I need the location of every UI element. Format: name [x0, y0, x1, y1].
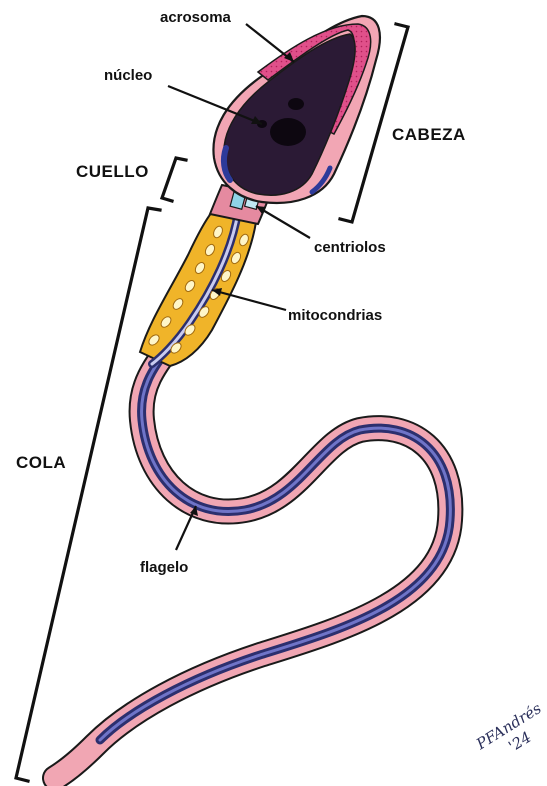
label-centriolos: centriolos — [314, 239, 386, 256]
leader-centriolos — [256, 206, 310, 238]
region-cuello: CUELLO — [76, 162, 149, 181]
tail-membrane — [55, 210, 450, 778]
label-flagelo: flagelo — [140, 559, 188, 576]
bracket-cola — [16, 208, 160, 781]
tail-membrane-outline — [55, 210, 450, 778]
head — [213, 16, 379, 203]
label-mitocondrias: mitocondrias — [288, 307, 382, 324]
tail — [55, 210, 450, 778]
label-acrosoma: acrosoma — [160, 9, 232, 26]
bracket-cuello — [162, 158, 186, 201]
artist-signature: PFAndrés '24 — [472, 699, 547, 770]
region-cola: COLA — [16, 453, 66, 472]
label-nucleo: núcleo — [104, 67, 152, 84]
nucleus-spot-small — [288, 98, 304, 110]
midpiece — [140, 212, 256, 366]
nucleus-spot-large — [270, 118, 306, 146]
region-cabeza: CABEZA — [392, 125, 466, 144]
